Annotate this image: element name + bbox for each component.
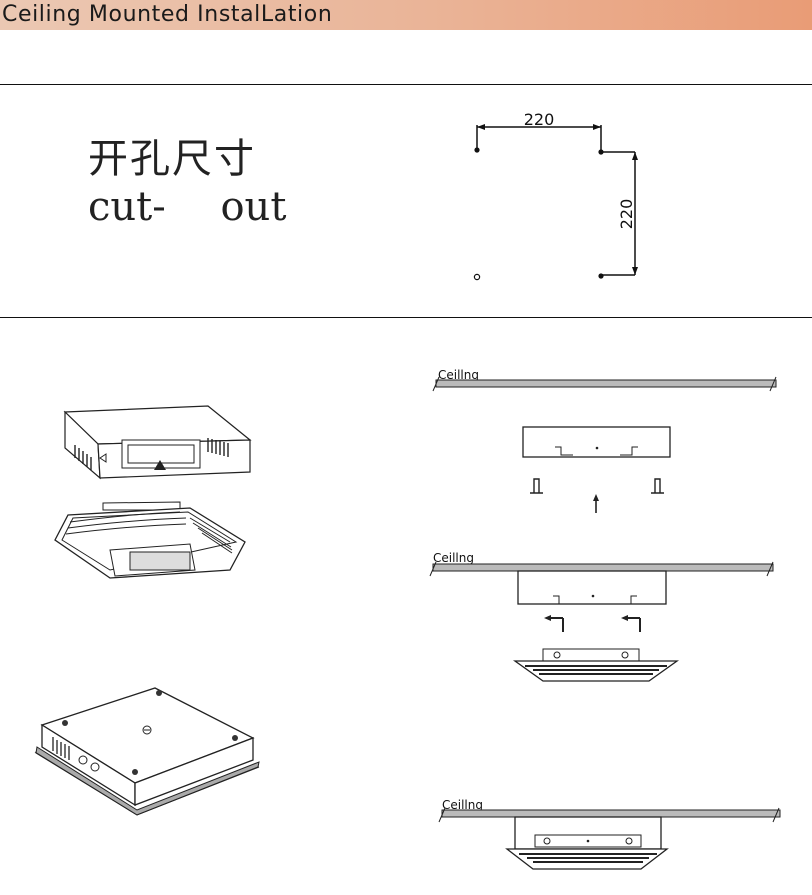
ceiling-section bbox=[441, 809, 781, 818]
ceiling-section bbox=[435, 379, 777, 388]
page-title: Ceiling Mounted InstalLation bbox=[2, 2, 333, 27]
install-step-2: Ceillng bbox=[429, 551, 774, 682]
mounting-hole bbox=[598, 273, 604, 279]
assembled-view-illustration bbox=[34, 687, 260, 816]
divider-top bbox=[0, 84, 812, 85]
mounting-bracket bbox=[522, 426, 671, 458]
cutout-dimension-diagram: 220 220 bbox=[473, 110, 638, 281]
height-dimension-label: 220 bbox=[617, 199, 636, 230]
screw-icon bbox=[530, 478, 543, 494]
ceiling-label: Ceillng bbox=[442, 798, 483, 812]
mounting-bracket bbox=[517, 570, 667, 605]
cutout-label-en: cut- out bbox=[88, 184, 287, 230]
ceiling-section bbox=[432, 563, 774, 572]
lamp-bracket bbox=[542, 648, 640, 662]
header-band: Ceiling Mounted InstalLation bbox=[0, 0, 812, 30]
divider-middle bbox=[0, 317, 812, 318]
screw-icon bbox=[651, 478, 664, 494]
exploded-view-illustration bbox=[54, 405, 252, 579]
mounting-hole bbox=[473, 273, 481, 281]
install-step-1: Ceillng bbox=[432, 368, 777, 513]
install-step-3: Ceillng bbox=[438, 798, 781, 870]
width-dimension-label: 220 bbox=[524, 110, 555, 129]
cutout-label-zh: 开孔尺寸 bbox=[88, 136, 256, 182]
mounting-hole bbox=[474, 147, 480, 153]
mounting-hole bbox=[598, 149, 604, 155]
ceiling-label: Ceillng bbox=[433, 551, 474, 565]
cutout-label: 开孔尺寸 cut- out bbox=[88, 135, 286, 231]
ceiling-label: Ceillng bbox=[438, 368, 479, 382]
